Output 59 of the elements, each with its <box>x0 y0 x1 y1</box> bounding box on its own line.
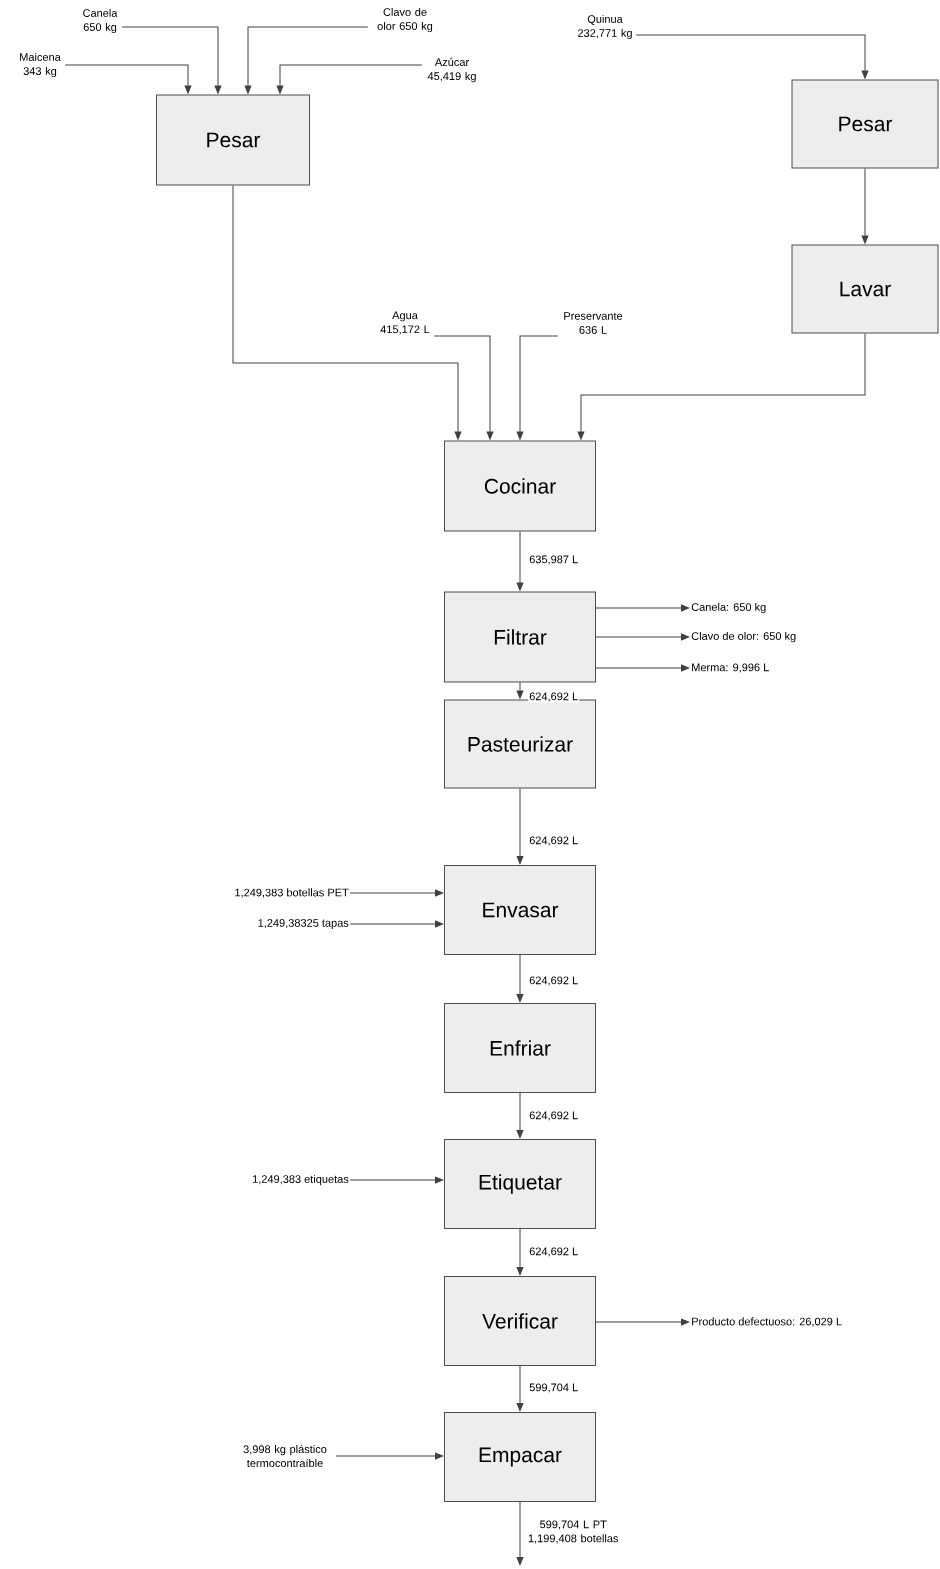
arrow <box>516 1501 524 1566</box>
arrow <box>516 1228 524 1276</box>
arrow <box>121 26 222 94</box>
edge-label: 624,692 L <box>528 835 580 847</box>
arrow <box>516 1365 524 1412</box>
edge-label: 624,692 L <box>528 691 580 703</box>
arrow <box>244 26 369 94</box>
arrow <box>577 333 866 440</box>
arrow <box>232 185 462 440</box>
process-box: Envasar <box>444 865 596 955</box>
flow-label: 1,249,38325 tapas <box>258 919 349 929</box>
arrow <box>276 64 423 94</box>
arrow <box>595 1318 690 1326</box>
edge-label: 599,704 L <box>528 1382 580 1394</box>
flow-label: Preservante 636 L <box>564 312 623 334</box>
arrow <box>516 788 524 865</box>
arrow <box>335 1452 444 1460</box>
arrow <box>595 633 690 641</box>
flow-label: Canela: 650 kg <box>691 602 766 614</box>
process-box: Lavar <box>791 244 939 334</box>
process-box: Etiquetar <box>444 1139 596 1229</box>
flow-label: Agua 415,172 L <box>380 311 430 335</box>
flow-label: Clavo de olor: 650 kg <box>691 631 796 643</box>
flow-label: Maicena 343 kg <box>20 52 61 78</box>
edge-label: 624,692 L <box>528 975 580 987</box>
arrow <box>349 889 444 897</box>
flow-label: Producto defectuoso: 26,029 L <box>692 1317 842 1327</box>
flow-label: 3,998 kg plástico termocontraíble <box>243 1444 327 1468</box>
arrow <box>64 64 192 94</box>
process-box: Enfriar <box>444 1003 596 1093</box>
flow-label: 1,249,383 etiquetas <box>253 1174 349 1186</box>
flow-label: Clavo de olor 650 kg <box>377 7 433 33</box>
arrow <box>349 1176 444 1184</box>
arrow <box>595 664 690 672</box>
process-box: Pesar <box>791 79 939 169</box>
arrow <box>635 34 869 79</box>
flow-label: Quinua 232,771 kg <box>578 14 632 40</box>
arrow <box>349 920 444 928</box>
flow-label: 1,249,383 botellas PET <box>235 888 349 898</box>
process-box: Pesar <box>156 94 310 186</box>
process-box: Filtrar <box>444 591 596 683</box>
process-box: Empacar <box>444 1412 596 1502</box>
arrow <box>595 604 690 612</box>
edge-label: 599,704 L PT 1,199,408 botellas <box>522 1519 625 1545</box>
edge-label: 624,692 L <box>528 1110 580 1122</box>
arrow <box>516 682 524 699</box>
arrow <box>433 335 494 440</box>
arrow <box>516 954 524 1003</box>
arrow <box>861 168 869 244</box>
flow-label: Canela 650 kg <box>83 8 118 34</box>
arrow <box>516 531 524 591</box>
arrow <box>516 1092 524 1139</box>
edge-label: 624,692 L <box>528 1246 580 1258</box>
process-box: Cocinar <box>444 440 596 532</box>
flow-label: Azúcar 45,419 kg <box>427 57 476 83</box>
arrow <box>516 335 559 440</box>
flow-label: Merma: 9,996 L <box>692 663 769 673</box>
edge-label: 635,987 L <box>528 554 580 566</box>
process-box: Verificar <box>444 1276 596 1366</box>
